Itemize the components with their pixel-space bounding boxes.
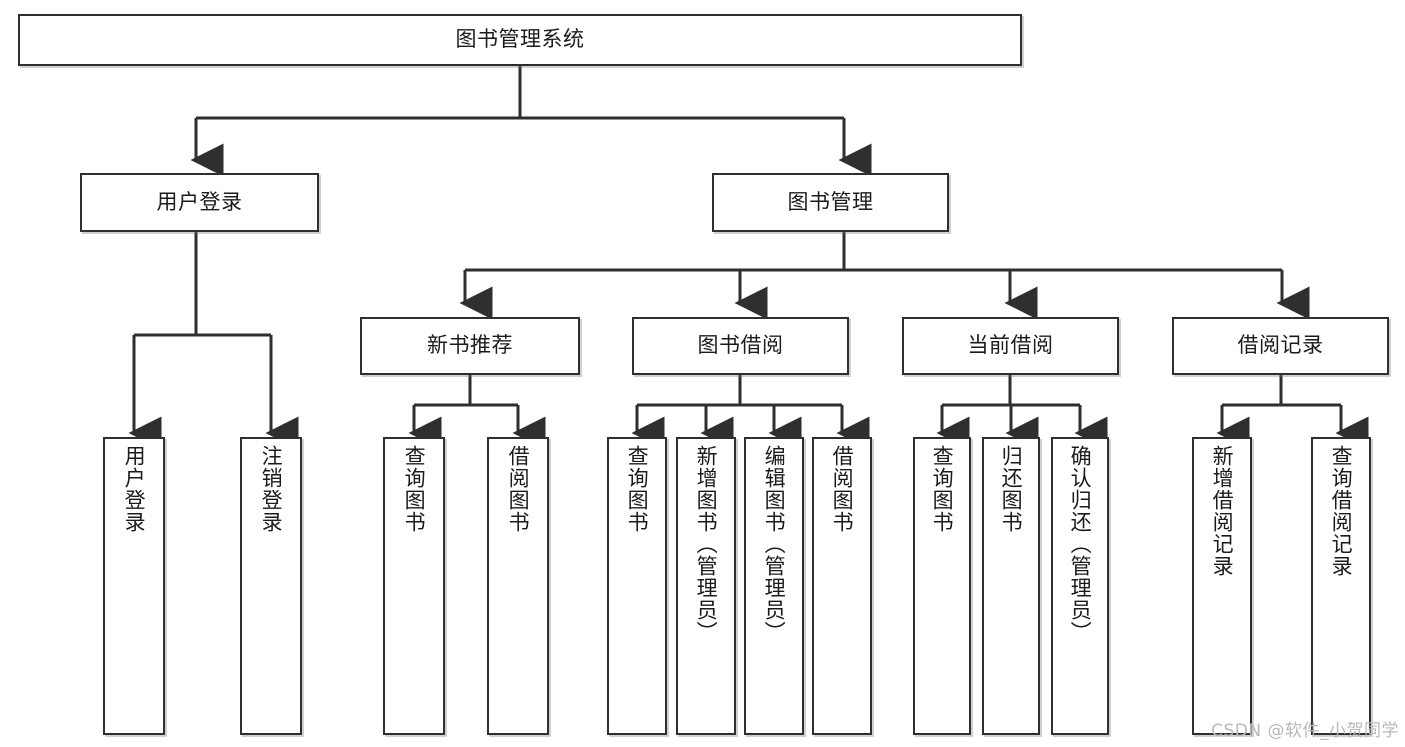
watermark-text: CSDN @软件_小贺同学 bbox=[1211, 721, 1399, 741]
leaf-label: 新增借阅记录 bbox=[1210, 445, 1235, 577]
leaf-label: 查询借阅记录 bbox=[1329, 445, 1354, 577]
leaf-recommend-borrow-book[interactable]: 借阅图书 bbox=[487, 437, 549, 735]
leaf-borrow-edit-book-admin[interactable]: 编辑图书（管理员） bbox=[744, 437, 804, 735]
node-user-login[interactable]: 用户登录 bbox=[80, 173, 319, 232]
leaf-recommend-query-book[interactable]: 查询图书 bbox=[383, 437, 445, 735]
leaf-borrow-add-book-admin[interactable]: 新增图书（管理员） bbox=[676, 437, 736, 735]
leaf-label: 借阅图书 bbox=[830, 445, 855, 533]
leaf-label: 归还图书 bbox=[999, 445, 1024, 533]
node-book-management[interactable]: 图书管理 bbox=[712, 173, 949, 232]
leaf-label: 查询图书 bbox=[402, 445, 427, 533]
leaf-user-login-logout[interactable]: 注销登录 bbox=[240, 437, 302, 735]
leaf-borrow-borrow-book[interactable]: 借阅图书 bbox=[812, 437, 872, 735]
leaf-label: 用户登录 bbox=[122, 445, 147, 533]
node-borrow-record[interactable]: 借阅记录 bbox=[1172, 317, 1389, 375]
leaf-label: 查询图书 bbox=[625, 445, 650, 533]
leaf-user-login-login[interactable]: 用户登录 bbox=[103, 437, 165, 735]
node-label: 图书借阅 bbox=[697, 333, 784, 358]
node-root-system[interactable]: 图书管理系统 bbox=[18, 14, 1022, 66]
node-current-borrow[interactable]: 当前借阅 bbox=[902, 317, 1119, 375]
leaf-label: 借阅图书 bbox=[506, 445, 531, 533]
leaf-label: 新增图书（管理员） bbox=[694, 445, 719, 643]
node-label: 图书管理系统 bbox=[455, 27, 585, 52]
leaf-borrow-query-book[interactable]: 查询图书 bbox=[607, 437, 667, 735]
leaf-label: 编辑图书（管理员） bbox=[762, 445, 787, 643]
node-book-borrow[interactable]: 图书借阅 bbox=[632, 317, 849, 375]
node-label: 用户登录 bbox=[156, 189, 243, 214]
leaf-current-return-book[interactable]: 归还图书 bbox=[982, 437, 1040, 735]
leaf-record-query-record[interactable]: 查询借阅记录 bbox=[1311, 437, 1371, 735]
leaf-current-confirm-return-admin[interactable]: 确认归还（管理员） bbox=[1051, 437, 1109, 735]
node-new-book-recommend[interactable]: 新书推荐 bbox=[360, 317, 580, 375]
leaf-record-add-record[interactable]: 新增借阅记录 bbox=[1192, 437, 1252, 735]
leaf-current-query-book[interactable]: 查询图书 bbox=[913, 437, 971, 735]
node-label: 新书推荐 bbox=[427, 333, 513, 358]
leaf-label: 注销登录 bbox=[259, 445, 284, 533]
node-label: 图书管理 bbox=[787, 189, 874, 214]
node-label: 借阅记录 bbox=[1237, 333, 1324, 358]
leaf-label: 确认归还（管理员） bbox=[1068, 445, 1093, 643]
leaf-label: 查询图书 bbox=[930, 445, 955, 533]
node-label: 当前借阅 bbox=[967, 333, 1054, 358]
